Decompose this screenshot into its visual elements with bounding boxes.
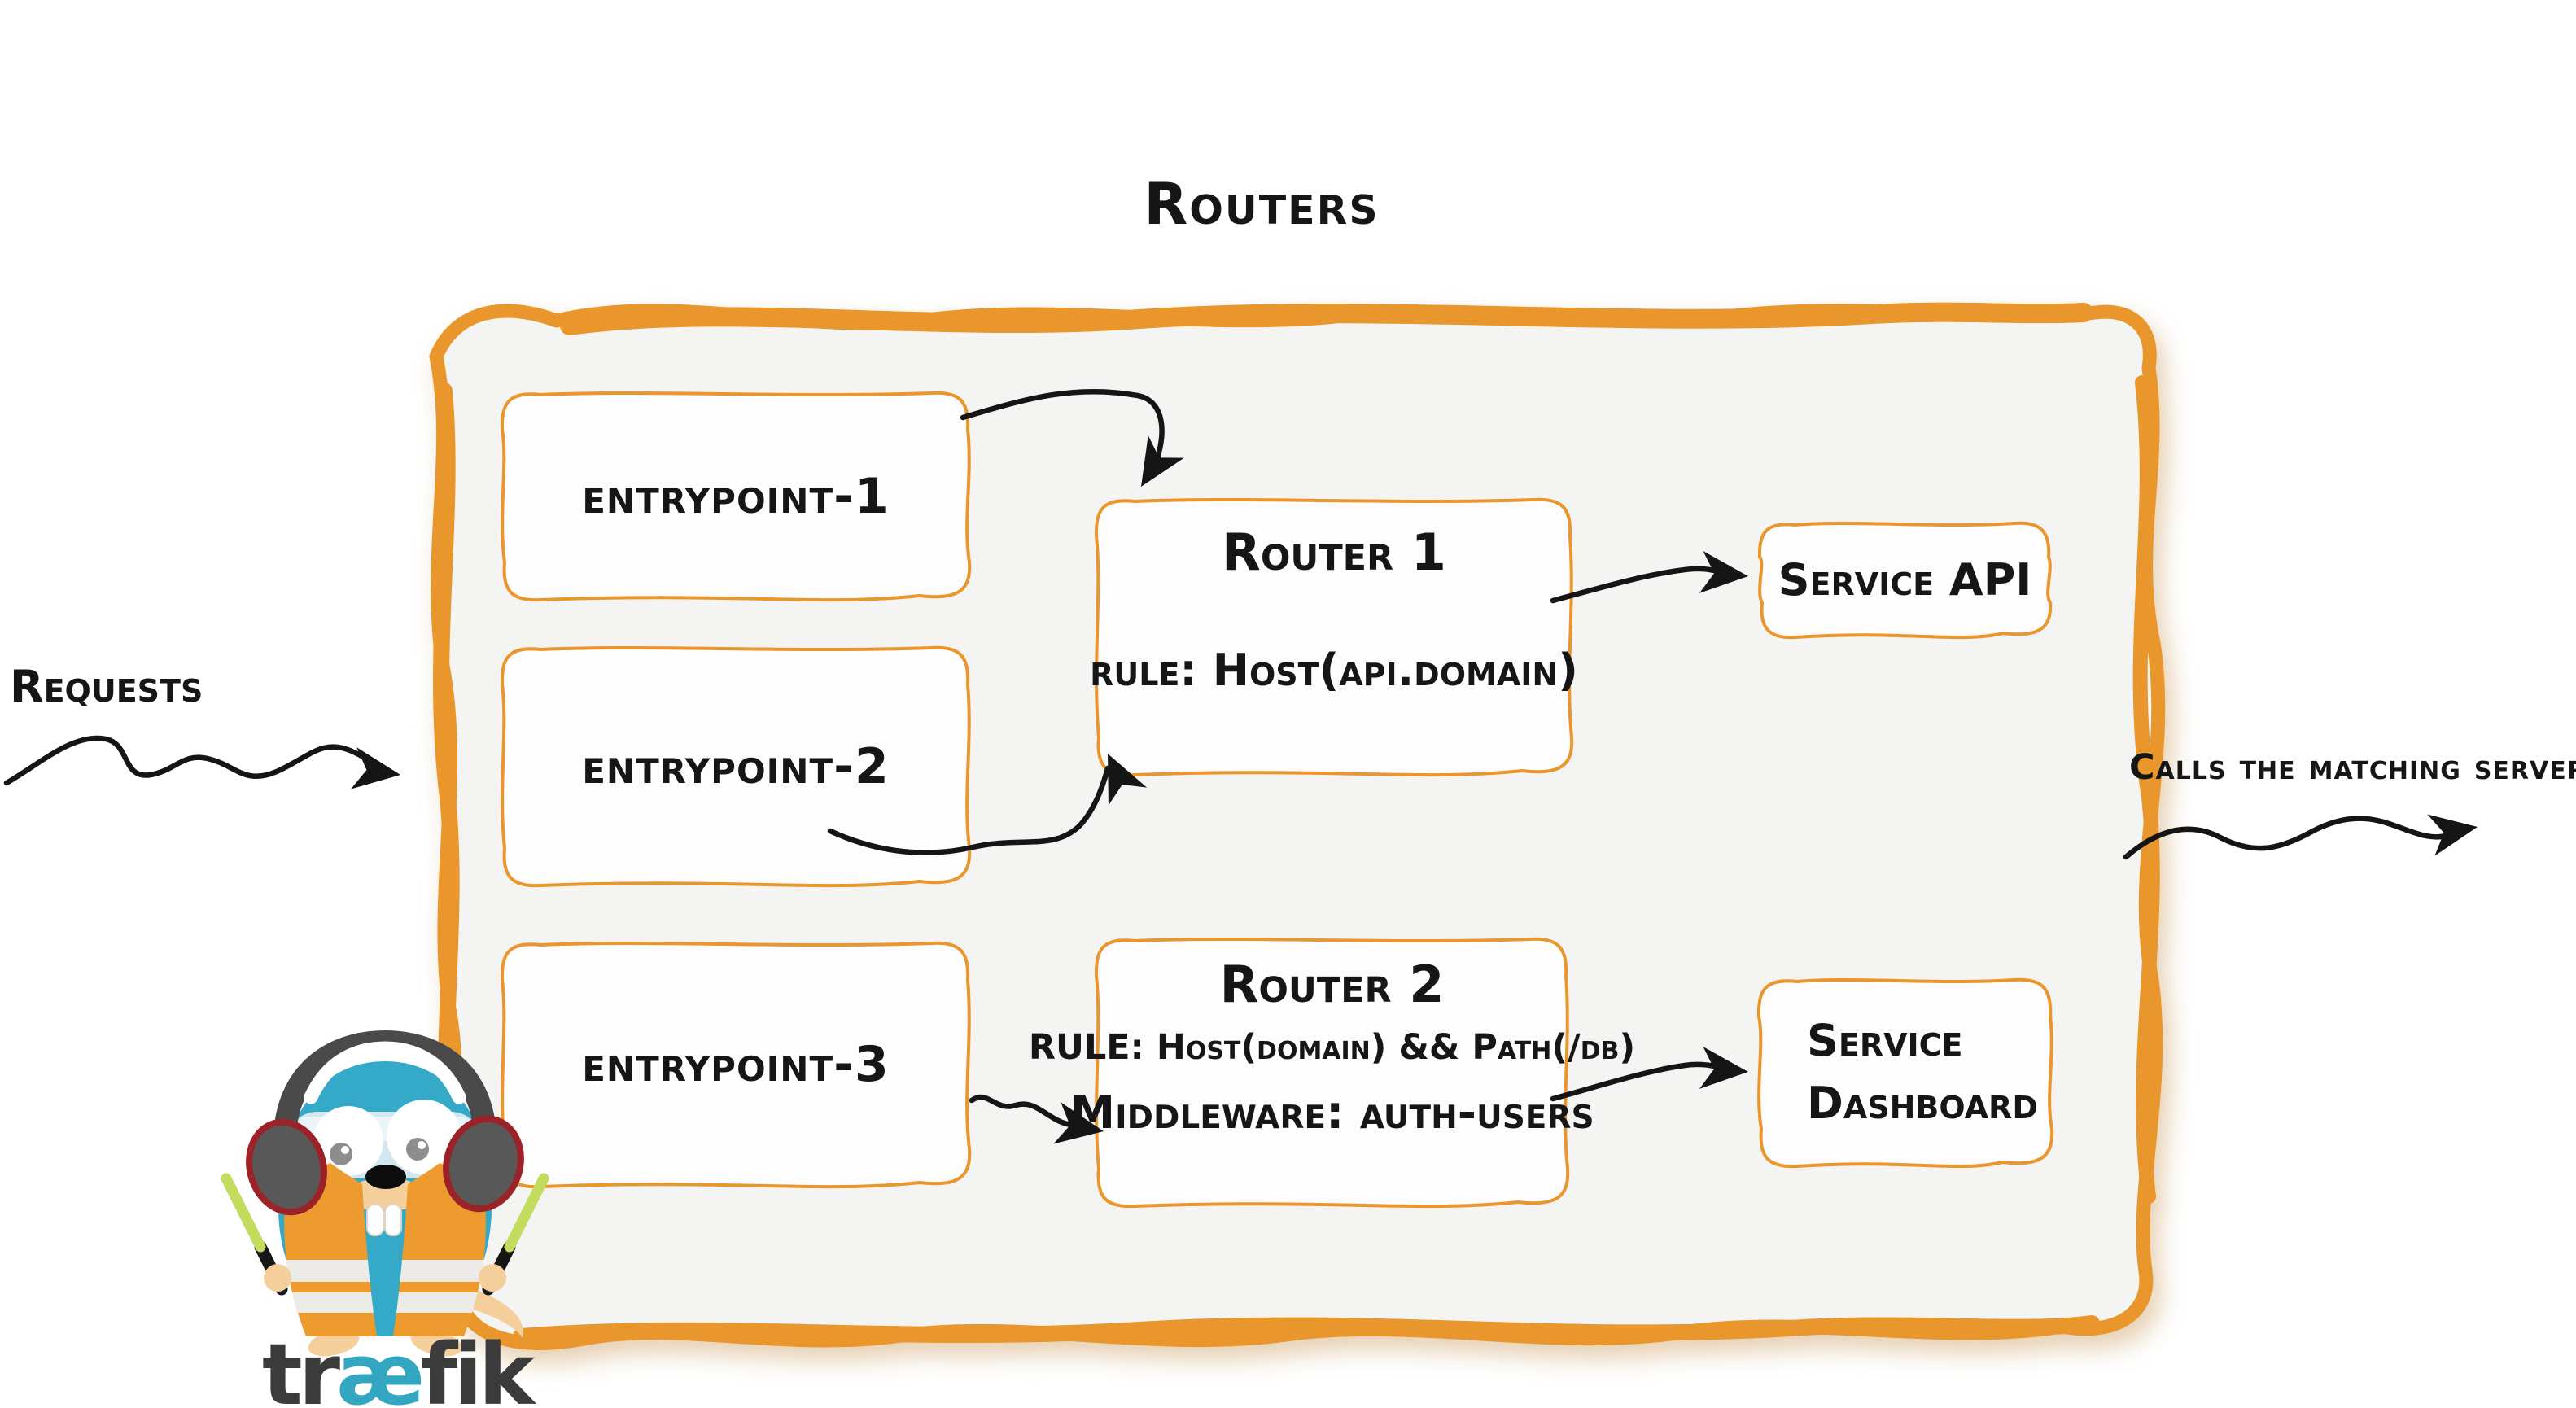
service-api-box [1757, 521, 2053, 640]
entrypoint-1-label: entrypoint-1 [582, 467, 890, 525]
traefik-wordmark: træfik [262, 1325, 535, 1408]
router-2-middleware: Middleware: auth-users [1069, 1086, 1594, 1139]
diagram-boxes [500, 391, 2054, 1209]
router-1-title: Router 1 [1222, 522, 1446, 582]
entrypoint-1-box [500, 391, 972, 602]
arrowhead [1053, 1102, 1104, 1144]
arrowhead [1699, 551, 1748, 593]
gopher-baton-right [504, 1173, 549, 1253]
service-dashboard-box [1756, 977, 2054, 1169]
gopher-baton-left [221, 1173, 266, 1253]
arrowhead [1141, 435, 1184, 487]
entrypoint-3-box [500, 941, 972, 1189]
router-1-box [1094, 497, 1574, 777]
arrowhead [1699, 1047, 1748, 1089]
router-2-rule: RULE: Host(domain) && Path(/db) [1028, 1027, 1636, 1068]
entrypoint-3-label: entrypoint-3 [582, 1036, 890, 1093]
entrypoint1-to-router1-arrow [960, 388, 1165, 464]
entrypoint2-to-router1-arrow [827, 765, 1111, 855]
gopher-nose [365, 1165, 406, 1189]
arrowhead [2427, 814, 2478, 856]
service-dashboard-line2: Dashboard [1807, 1078, 2038, 1129]
wordmark-ae: æ [336, 1325, 425, 1408]
service-api-label: Service API [1778, 554, 2032, 606]
entrypoint-2-box [500, 645, 972, 888]
calls-arrow [2123, 816, 2451, 860]
arrowheads [350, 435, 2478, 1144]
router-2-title: Router 2 [1219, 954, 1445, 1014]
calls-matching-server-label: Calls the matching server [2129, 747, 2576, 788]
router-2-box [1094, 937, 1570, 1209]
wordmark-fik: fik [421, 1325, 535, 1408]
traefik-gopher-logo [221, 1030, 549, 1357]
requests-arrow [3, 735, 389, 786]
arrowhead [350, 747, 400, 789]
wordmark-tr: tr [262, 1325, 340, 1408]
service-dashboard-line1: Service [1807, 1015, 1963, 1067]
requests-label: Requests [10, 660, 203, 712]
service-dashboard-label: Service Dashboard [1760, 985, 2051, 1161]
diagram-title: Routers [1144, 171, 1380, 238]
entrypoint-2-label: entrypoint-2 [582, 737, 890, 795]
arrowhead [1108, 754, 1148, 806]
router-1-rule: rule: Host(api.domain) [1090, 644, 1578, 696]
